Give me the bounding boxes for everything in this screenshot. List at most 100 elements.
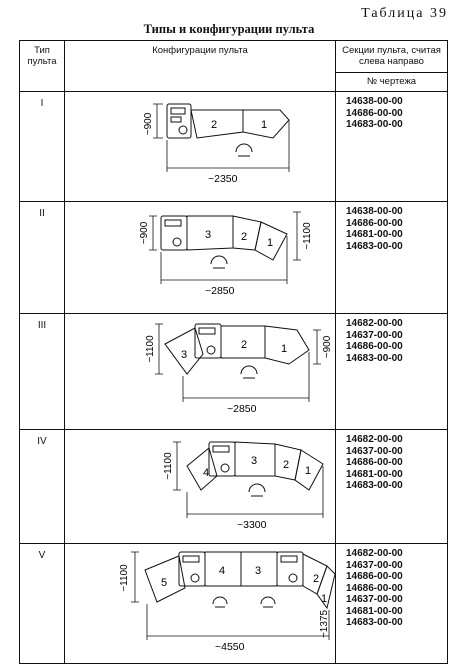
drawing-number: 14682-00-00 — [346, 318, 403, 329]
drawing-number: 14682-00-00 — [346, 548, 403, 559]
section-label: 1 — [267, 237, 273, 249]
section-label: 3 — [181, 349, 187, 361]
depth-dimension: ~1100 — [119, 564, 130, 592]
console-section — [186, 447, 218, 491]
row-type: III — [19, 313, 65, 430]
row-type: V — [19, 543, 65, 664]
drawing-number: 14683-00-00 — [346, 240, 403, 252]
section-label: 1 — [281, 343, 287, 355]
drawing-number: 14637-00-00 — [346, 445, 403, 457]
drawing-list: 14682-00-00 14637-00-00 14686-00-00 1468… — [335, 543, 448, 664]
config-diagram-cell: 5 4 3 2 1 ~4550 ~1100 ~1375 — [64, 543, 336, 664]
drawing-list: 14638-00-00 14686-00-00 14683-00-00 — [335, 91, 448, 202]
drawing-number: 14686-00-00 — [346, 582, 403, 594]
knob-icon — [178, 125, 188, 135]
depth-dimension: ~900 — [139, 221, 150, 244]
control-panel-section — [166, 103, 192, 139]
row-type: I — [19, 91, 65, 202]
depth-dimension: ~1100 — [145, 335, 156, 363]
dimension-line — [160, 236, 288, 284]
dimension-line — [182, 352, 310, 402]
operator-chair-icon — [260, 596, 276, 605]
knob-icon — [288, 573, 298, 583]
dimension-line — [146, 604, 330, 640]
drawing-number: 14683-00-00 — [346, 352, 403, 364]
drawing-list: 14638-00-00 14686-00-00 14681-00-00 1468… — [335, 201, 448, 314]
table-row: II 3 2 — [19, 201, 448, 314]
dimension-line — [155, 323, 163, 375]
section-label: 1 — [321, 593, 327, 605]
section-label: 4 — [219, 565, 225, 577]
depth-dimension: ~900 — [322, 335, 333, 358]
knob-icon — [190, 573, 200, 583]
table-number-label: Таблица 39 — [361, 6, 448, 21]
drawing-number: 14683-00-00 — [346, 617, 403, 628]
dimension-line — [173, 441, 181, 491]
screen-icon — [182, 555, 200, 563]
table-caption: Типы и конфигурации пульта — [143, 22, 315, 36]
config-diagram-cell: 3 2 1 ~2850 ~900 ~1100 — [64, 201, 336, 314]
knob-icon — [172, 237, 182, 247]
section-label: 1 — [261, 119, 267, 131]
screen-icon — [212, 445, 230, 453]
section-label: 2 — [283, 459, 289, 471]
width-dimension: ~2850 — [227, 403, 257, 415]
width-dimension: ~3300 — [237, 519, 267, 531]
section-label: 2 — [211, 119, 217, 131]
section-label: 3 — [205, 229, 211, 241]
width-dimension: ~2850 — [205, 285, 235, 297]
section-label: 4 — [203, 467, 209, 479]
drawing-number: 14686-00-00 — [346, 217, 403, 229]
config-diagram: 3 2 1 ~2850 ~1100 ~900 — [145, 323, 333, 415]
screen-icon — [164, 219, 182, 227]
drawing-number: 14638-00-00 — [346, 206, 403, 217]
width-dimension: ~2350 — [208, 173, 238, 185]
drawing-list: 14682-00-00 14637-00-00 14686-00-00 1468… — [335, 429, 448, 544]
dimension-line — [293, 211, 301, 261]
console-section — [264, 325, 310, 365]
dimension-line — [186, 466, 324, 518]
width-dimension: ~4550 — [215, 641, 245, 653]
drawing-number: 14637-00-00 — [346, 329, 403, 341]
operator-chair-icon — [212, 596, 228, 605]
config-diagram: 2 1 ~2350 ~900 — [143, 103, 290, 185]
console-section — [254, 221, 288, 261]
section-label: 2 — [241, 339, 247, 351]
keypad-icon — [170, 116, 182, 123]
drawing-number: 14686-00-00 — [346, 571, 403, 582]
depth-dimension: ~1100 — [163, 452, 174, 480]
drawing-number: 14681-00-00 — [346, 605, 403, 617]
header-type: Тип пульта — [19, 40, 65, 92]
drawing-list: 14682-00-00 14637-00-00 14686-00-00 1468… — [335, 313, 448, 430]
depth-dimension: ~1100 — [302, 222, 313, 250]
dimension-line — [166, 120, 290, 172]
table-row: I 2 1 ~2350 — [19, 91, 448, 202]
dimension-line — [131, 551, 139, 603]
console-config-table: Тип пульта Конфигурации пульта Секции пу… — [19, 40, 448, 664]
operator-chair-icon — [235, 143, 253, 153]
config-diagram: 5 4 3 2 1 ~4550 ~1100 ~1375 — [119, 551, 336, 653]
section-label: 3 — [251, 455, 257, 467]
drawing-number: 14637-00-00 — [346, 559, 403, 571]
dimension-line — [149, 215, 157, 251]
row-type: IV — [19, 429, 65, 544]
depth-dimension: ~1375 — [319, 610, 330, 639]
console-section — [164, 327, 204, 375]
drawing-number: 14682-00-00 — [346, 434, 403, 445]
table-row: IV 4 3 — [19, 429, 448, 544]
drawing-number: 14638-00-00 — [346, 96, 403, 107]
console-section — [240, 551, 278, 587]
drawing-number: 14686-00-00 — [346, 107, 403, 119]
table-row: V — [19, 543, 448, 664]
console-section — [294, 449, 324, 491]
knob-icon — [220, 463, 230, 473]
dimension-line — [153, 103, 163, 139]
operator-chair-icon — [210, 255, 228, 265]
header-drawing: № чертежа — [335, 71, 448, 93]
section-label: 5 — [161, 577, 167, 589]
config-diagram: 3 2 1 ~2850 ~900 ~1100 — [139, 211, 313, 297]
section-label: 3 — [255, 565, 261, 577]
drawing-number: 14681-00-00 — [346, 468, 403, 480]
config-diagram-cell: 2 1 ~2350 ~900 — [64, 91, 336, 202]
drawing-number: 14683-00-00 — [346, 480, 403, 491]
